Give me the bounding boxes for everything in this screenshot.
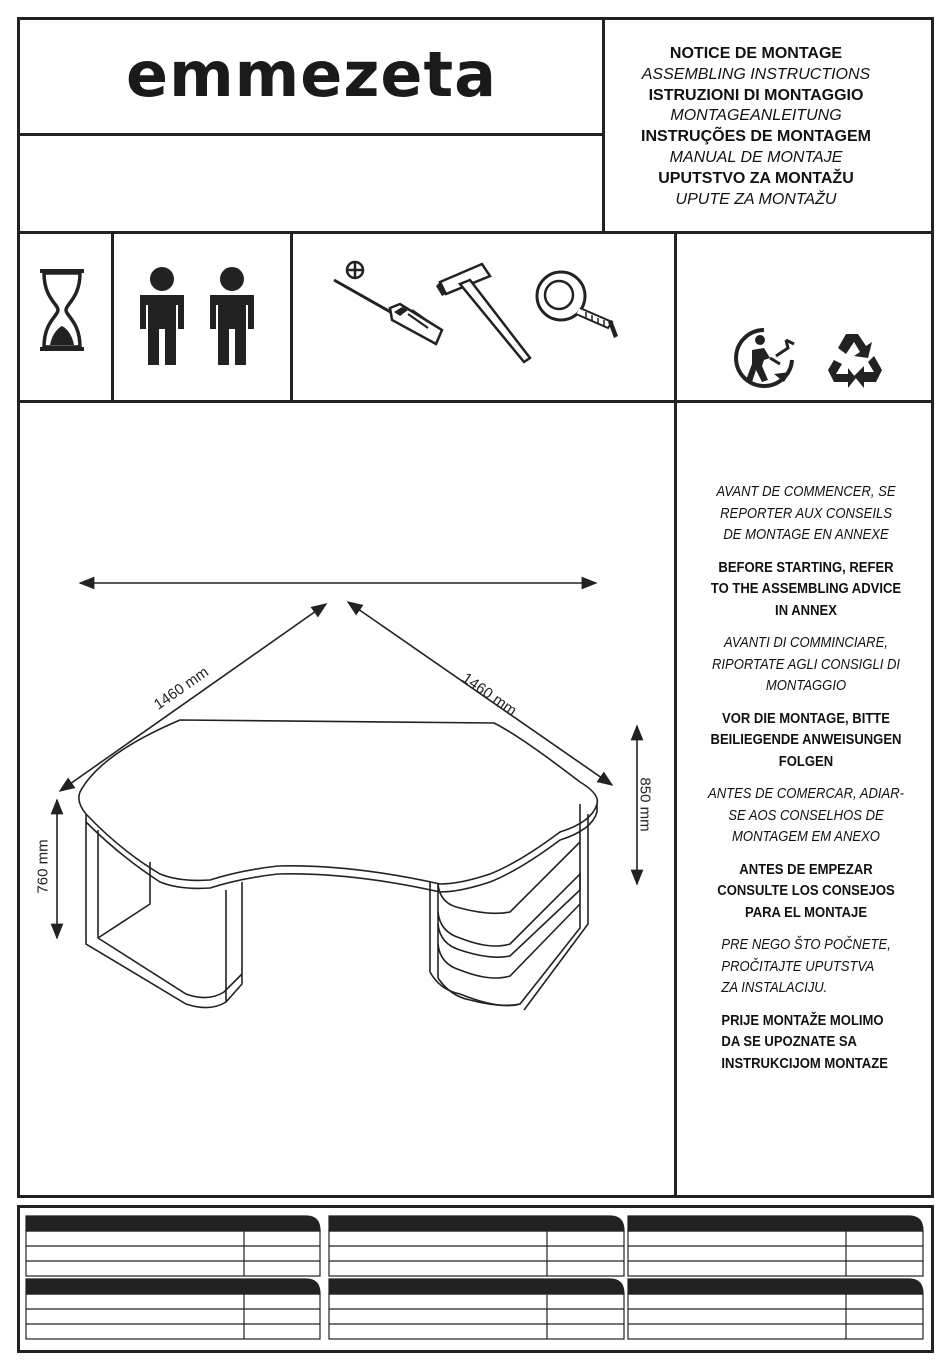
title-es: MANUAL DE MONTAJE xyxy=(669,148,843,166)
note-de: VOR DIE MONTAGE, BITTE BEILIEGENDE ANWEI… xyxy=(710,710,902,770)
parts-tables xyxy=(25,1215,924,1340)
dim-desk-height: 760 mm xyxy=(34,839,52,894)
hammer-icon xyxy=(436,262,532,364)
parts-table-body xyxy=(328,1293,625,1340)
logo-divider xyxy=(17,133,604,136)
note-fr: AVANT DE COMMENCER, SE REPORTER AUX CONS… xyxy=(716,484,896,543)
parts-table-header xyxy=(25,1215,321,1232)
page-frame xyxy=(17,17,934,1198)
tape-measure-icon xyxy=(535,270,618,338)
header-bottom-line xyxy=(17,231,934,234)
assembly-notes: AVANT DE COMMENCER, SE REPORTER AUX CONS… xyxy=(693,482,920,1086)
parts-table-header xyxy=(328,1215,625,1232)
note-pt: ANTES DE COMERCAR, ADIAR- SE AOS CONSELH… xyxy=(707,786,905,845)
corner-desk-drawing xyxy=(50,576,644,1011)
icons-divider-1 xyxy=(111,231,114,402)
tidyman-icon xyxy=(734,328,795,388)
right-diagonal-arrow xyxy=(346,601,614,786)
parts-table-header xyxy=(25,1278,321,1295)
dim-total-height: 850 mm xyxy=(636,777,654,832)
note-sr: PRE NEGO ŠTO POČNETE, PROČITAJTE UPUTSTV… xyxy=(721,937,891,996)
parts-table-body xyxy=(25,1230,321,1277)
parts-table-body xyxy=(328,1230,625,1277)
main-divider xyxy=(674,231,677,1197)
phillips-screwdriver-icon xyxy=(333,260,444,346)
two-persons-icon xyxy=(140,267,254,365)
icons-bottom-line xyxy=(17,400,934,403)
brand-logo: emmezeta xyxy=(126,38,497,111)
header-divider xyxy=(602,17,605,233)
note-en: BEFORE STARTING, REFER TO THE ASSEMBLING… xyxy=(710,559,902,619)
icons-divider-2 xyxy=(290,231,293,402)
parts-table-body xyxy=(25,1293,321,1340)
title-de: MONTAGEANLEITUNG xyxy=(670,107,842,125)
title-fr: NOTICE DE MONTAGE xyxy=(669,45,843,62)
title-it: ISTRUZIONI DI MONTAGGIO xyxy=(648,86,864,104)
title-en: ASSEMBLING INSTRUCTIONS xyxy=(641,65,871,83)
parts-table-header xyxy=(328,1278,625,1295)
note-it: AVANTI DI COMMINCIARE, RIPORTATE AGLI CO… xyxy=(711,635,901,694)
note-hr: PRIJE MONTAŽE MOLIMO DA SE UPOZNATE SA I… xyxy=(721,1012,888,1072)
hourglass-icon xyxy=(40,269,84,351)
parts-table-body xyxy=(627,1293,924,1340)
parts-table-header xyxy=(627,1215,924,1232)
note-es: ANTES DE EMPEZAR CONSULTE LOS CONSEJOS P… xyxy=(717,861,895,921)
title-sr: UPUTSTVO ZA MONTAŽU xyxy=(658,169,854,187)
parts-table-header xyxy=(627,1278,924,1295)
left-diagonal-arrow xyxy=(58,603,328,792)
header-titles: NOTICE DE MONTAGE ASSEMBLING INSTRUCTION… xyxy=(606,44,906,210)
parts-table-body xyxy=(627,1230,924,1277)
parts-tables-frame xyxy=(17,1205,934,1353)
recycle-icon xyxy=(828,334,882,388)
title-pt: INSTRUÇÕES DE MONTAGEM xyxy=(641,128,871,146)
title-hr: UPUTE ZA MONTAŽU xyxy=(675,190,837,208)
